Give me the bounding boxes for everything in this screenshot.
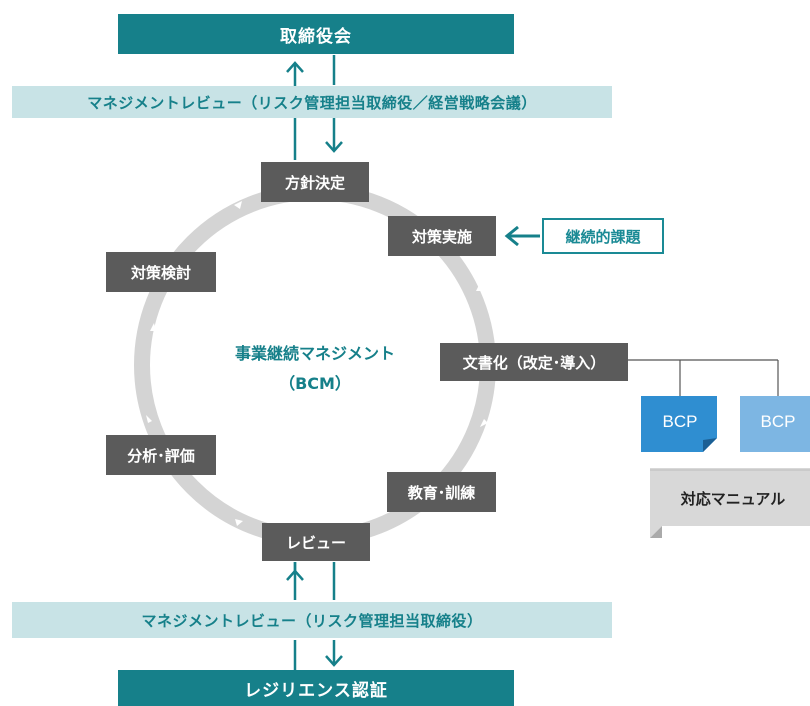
board-label: 取締役会 — [280, 26, 352, 47]
step-implement: 対策実施 — [388, 216, 496, 256]
step-document: 文書化（改定･導入） — [440, 343, 628, 381]
cycle-center-line2: （BCM） — [279, 374, 351, 393]
bottom-management-review-bar: マネジメントレビュー（リスク管理担当取締役） — [12, 602, 612, 638]
resilience-certification-bar: レジリエンス認証 — [118, 670, 514, 706]
issue-arrow — [504, 225, 540, 247]
document-connectors — [628, 359, 779, 396]
bcp-label-2: BCP — [760, 412, 796, 431]
step-training: 教育･訓練 — [387, 472, 496, 512]
step-review-label: レビュー — [285, 533, 346, 552]
top-management-review-label: マネジメントレビュー（リスク管理担当取締役／経営戦略会議） — [87, 93, 537, 112]
step-policy-label: 方針決定 — [284, 173, 345, 192]
resilience-certification-label: レジリエンス認証 — [244, 680, 388, 701]
step-analysis-label: 分析･評価 — [127, 446, 195, 465]
step-review: レビュー — [262, 523, 370, 561]
cycle-center-title: 事業継続マネジメント （BCM） — [212, 340, 418, 394]
cycle-center-line1: 事業継続マネジメント — [234, 344, 395, 363]
step-plan-label: 対策検討 — [130, 263, 191, 282]
step-plan: 対策検討 — [106, 252, 216, 292]
board-bar: 取締役会 — [118, 14, 514, 54]
bottom-management-review-label: マネジメントレビュー（リスク管理担当取締役） — [141, 611, 483, 630]
bcp-label-1: BCP — [662, 412, 698, 431]
step-training-label: 教育･訓練 — [407, 483, 476, 502]
bottom-connectors — [286, 562, 343, 670]
step-policy: 方針決定 — [261, 162, 369, 202]
top-management-review-bar: マネジメントレビュー（リスク管理担当取締役／経営戦略会議） — [12, 86, 612, 118]
continuing-issue-box: 継続的課題 — [542, 218, 664, 254]
step-document-label: 文書化（改定･導入） — [462, 353, 606, 372]
manual-document — [650, 468, 810, 538]
step-implement-label: 対策実施 — [411, 227, 472, 246]
ring-direction-marks — [146, 201, 488, 535]
bcp-document-1 — [641, 396, 717, 452]
step-analysis: 分析･評価 — [106, 435, 216, 475]
bcp-document-2 — [740, 396, 810, 452]
continuing-issue-label: 継続的課題 — [565, 227, 641, 246]
manual-label: 対応マニュアル — [680, 490, 786, 508]
